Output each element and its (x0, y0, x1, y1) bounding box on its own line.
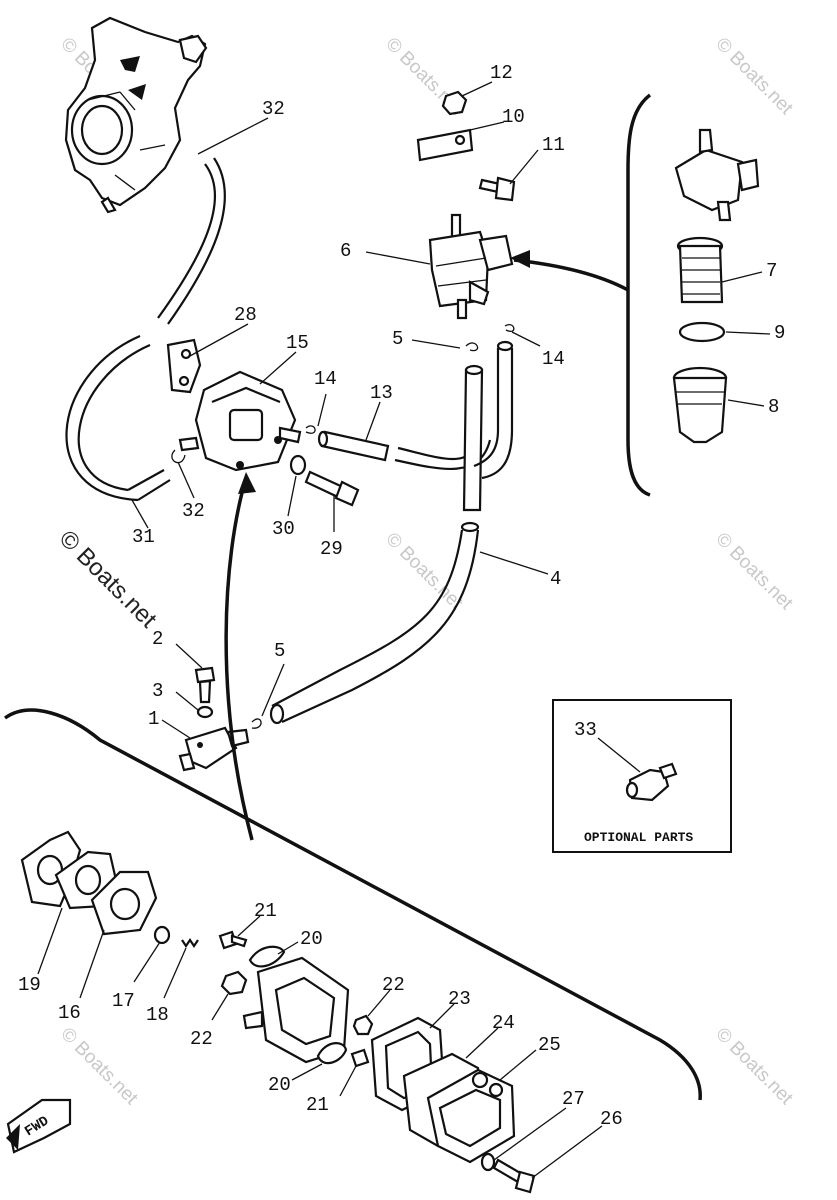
screw-21-lower (350, 1048, 370, 1068)
screw-2 (194, 666, 216, 704)
part-number-labels: 32 12 10 11 6 5 14 7 9 8 28 15 14 13 32 … (18, 62, 785, 1130)
screw-21-upper (218, 930, 248, 950)
fuel-joint-1 (178, 726, 250, 772)
part-label-23: 23 (448, 988, 471, 1010)
part-label-32: 32 (182, 500, 205, 522)
nut-22-left (220, 970, 248, 996)
pump-cover-25 (426, 1068, 516, 1164)
watermark-text: © Boats.net (711, 1024, 797, 1110)
part-label-17: 17 (112, 990, 135, 1012)
fuel-filter-6 (416, 128, 514, 320)
part-label-21: 21 (306, 1094, 329, 1116)
part-label-21: 21 (254, 900, 277, 922)
part-label-31: 31 (132, 526, 155, 548)
nut-12 (441, 90, 468, 116)
part-label-10: 10 (502, 106, 525, 128)
part-label-8: 8 (768, 396, 779, 418)
optional-parts-box: 33 OPTIONAL PARTS (552, 699, 732, 853)
clip-14 (305, 425, 316, 434)
part-label-4: 4 (550, 568, 561, 590)
part-label-16: 16 (58, 1002, 81, 1024)
part-label-18: 18 (146, 1004, 169, 1026)
part-label-28: 28 (234, 304, 257, 326)
part-label-2: 2 (152, 628, 163, 650)
valve-20-lower (316, 1042, 348, 1065)
part-label-30: 30 (272, 518, 295, 540)
watermark-text: © Boats.net (711, 34, 797, 120)
clip-5-lower (251, 718, 262, 729)
part-label-19: 19 (18, 974, 41, 996)
hose-31 (65, 157, 226, 502)
part-label-27: 27 (562, 1088, 585, 1110)
section-divider-curve (3, 708, 702, 1101)
filter-cap (674, 128, 760, 222)
part-label-20: 20 (268, 1074, 291, 1096)
nut-22-right (352, 1014, 374, 1036)
watermark-text: © Boats.net (381, 529, 467, 615)
hose-vertical-pair (462, 340, 514, 512)
part-label-29: 29 (320, 538, 343, 560)
part-label-14: 14 (542, 348, 565, 370)
hose-13 (317, 430, 390, 462)
flow-arrows (224, 250, 629, 841)
clip-14-upper (504, 324, 515, 332)
part-label-1: 1 (148, 708, 159, 730)
part-label-15: 15 (286, 332, 309, 354)
pump-body (242, 956, 350, 1064)
part-label-11: 11 (542, 134, 565, 156)
part-label-6: 6 (340, 240, 351, 262)
spring-18 (181, 938, 199, 948)
part-label-25: 25 (538, 1034, 561, 1056)
part-label-32: 32 (262, 98, 285, 120)
fwd-direction-arrow: FWD (6, 1098, 72, 1154)
leader-lines (37, 81, 771, 1179)
part-label-22: 22 (190, 1028, 213, 1050)
washer-3 (196, 705, 214, 719)
fuel-pump-assembly (166, 338, 302, 472)
part-label-22: 22 (382, 974, 405, 996)
part-label-7: 7 (766, 260, 777, 282)
part-label-26: 26 (600, 1108, 623, 1130)
seal-17 (153, 925, 171, 945)
optional-part-number: 33 (574, 719, 597, 741)
part-label-20: 20 (300, 928, 323, 950)
part-label-3: 3 (152, 680, 163, 702)
clip-5-upper (465, 342, 479, 352)
part-label-12: 12 (490, 62, 513, 84)
part-label-5: 5 (274, 640, 285, 662)
bolt-29 (304, 470, 360, 507)
washer-30 (289, 454, 307, 476)
screw-26 (492, 1158, 536, 1194)
clip-32-lower (171, 449, 186, 464)
filter-element-7 (676, 236, 724, 304)
part-label-24: 24 (492, 1012, 515, 1034)
valve-20-upper (248, 945, 286, 968)
part-label-9: 9 (774, 322, 785, 344)
filter-cup-8 (672, 366, 728, 444)
component-panel-bracket (626, 93, 652, 497)
screw-11 (478, 176, 516, 202)
washer-27 (480, 1152, 496, 1172)
carburetor-illustration (64, 16, 208, 214)
diaphragm-plate (90, 870, 158, 936)
optional-parts-caption: OPTIONAL PARTS (584, 830, 693, 845)
part-label-5: 5 (392, 328, 403, 350)
o-ring-9 (678, 321, 726, 343)
part-label-14: 14 (314, 368, 337, 390)
watermark-text: © Boats.net (56, 1024, 142, 1110)
hose-4 (269, 521, 480, 725)
watermark-text: © Boats.net (711, 529, 797, 615)
part-label-13: 13 (370, 382, 393, 404)
